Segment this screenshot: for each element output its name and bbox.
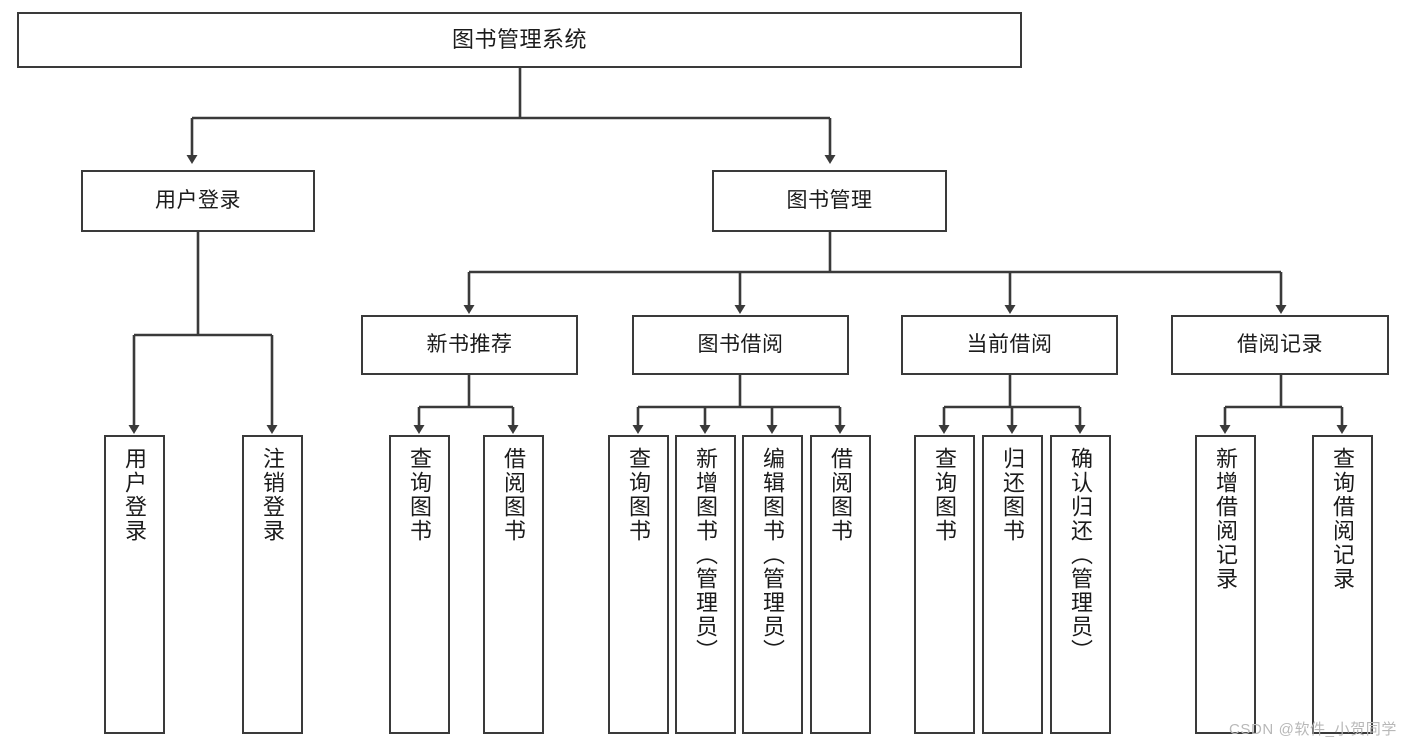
leaf-label: 借阅图书 bbox=[501, 447, 527, 543]
node-book-management[interactable]: 图书管理 bbox=[712, 170, 947, 232]
node-new-book-recommend[interactable]: 新书推荐 bbox=[361, 315, 578, 375]
leaf-borrow-add-book[interactable]: 新增图书（管理员） bbox=[675, 435, 736, 734]
leaf-user-login-login[interactable]: 用户登录 bbox=[104, 435, 165, 734]
leaf-borrow-borrow-book[interactable]: 借阅图书 bbox=[810, 435, 871, 734]
node-current-borrow-label: 当前借阅 bbox=[966, 332, 1053, 356]
node-borrow-record[interactable]: 借阅记录 bbox=[1171, 315, 1389, 375]
leaf-label: 新增借阅记录 bbox=[1213, 447, 1239, 591]
leaf-label: 查询借阅记录 bbox=[1330, 447, 1356, 591]
leaf-record-query[interactable]: 查询借阅记录 bbox=[1312, 435, 1373, 734]
node-root[interactable]: 图书管理系统 bbox=[17, 12, 1022, 68]
leaf-label: 新增图书（管理员） bbox=[693, 447, 719, 663]
leaf-user-login-logout[interactable]: 注销登录 bbox=[242, 435, 303, 734]
leaf-label: 确认归还（管理员） bbox=[1068, 447, 1094, 663]
leaf-label: 用户登录 bbox=[122, 447, 148, 543]
leaf-label: 查询图书 bbox=[626, 447, 652, 543]
leaf-new-book-query[interactable]: 查询图书 bbox=[389, 435, 450, 734]
leaf-new-book-borrow[interactable]: 借阅图书 bbox=[483, 435, 544, 734]
node-user-login[interactable]: 用户登录 bbox=[81, 170, 315, 232]
watermark: CSDN @软件_小贺同学 bbox=[1228, 721, 1397, 738]
leaf-current-confirm-return[interactable]: 确认归还（管理员） bbox=[1050, 435, 1111, 734]
node-root-label: 图书管理系统 bbox=[451, 27, 587, 53]
leaf-label: 编辑图书（管理员） bbox=[760, 447, 786, 663]
leaf-label: 借阅图书 bbox=[828, 447, 854, 543]
leaf-label: 归还图书 bbox=[1000, 447, 1026, 543]
node-book-borrow[interactable]: 图书借阅 bbox=[632, 315, 849, 375]
leaf-label: 查询图书 bbox=[932, 447, 958, 543]
node-borrow-record-label: 借阅记录 bbox=[1237, 332, 1323, 356]
leaf-label: 注销登录 bbox=[260, 447, 286, 543]
leaf-current-query-book[interactable]: 查询图书 bbox=[914, 435, 975, 734]
leaf-label: 查询图书 bbox=[407, 447, 433, 543]
leaf-borrow-edit-book[interactable]: 编辑图书（管理员） bbox=[742, 435, 803, 734]
leaf-borrow-query-book[interactable]: 查询图书 bbox=[608, 435, 669, 734]
leaf-record-add[interactable]: 新增借阅记录 bbox=[1195, 435, 1256, 734]
node-book-borrow-label: 图书借阅 bbox=[697, 332, 784, 356]
node-book-management-label: 图书管理 bbox=[786, 188, 873, 212]
node-current-borrow[interactable]: 当前借阅 bbox=[901, 315, 1118, 375]
node-new-book-recommend-label: 新书推荐 bbox=[426, 332, 513, 356]
node-user-login-label: 用户登录 bbox=[155, 188, 241, 212]
leaf-current-return-book[interactable]: 归还图书 bbox=[982, 435, 1043, 734]
